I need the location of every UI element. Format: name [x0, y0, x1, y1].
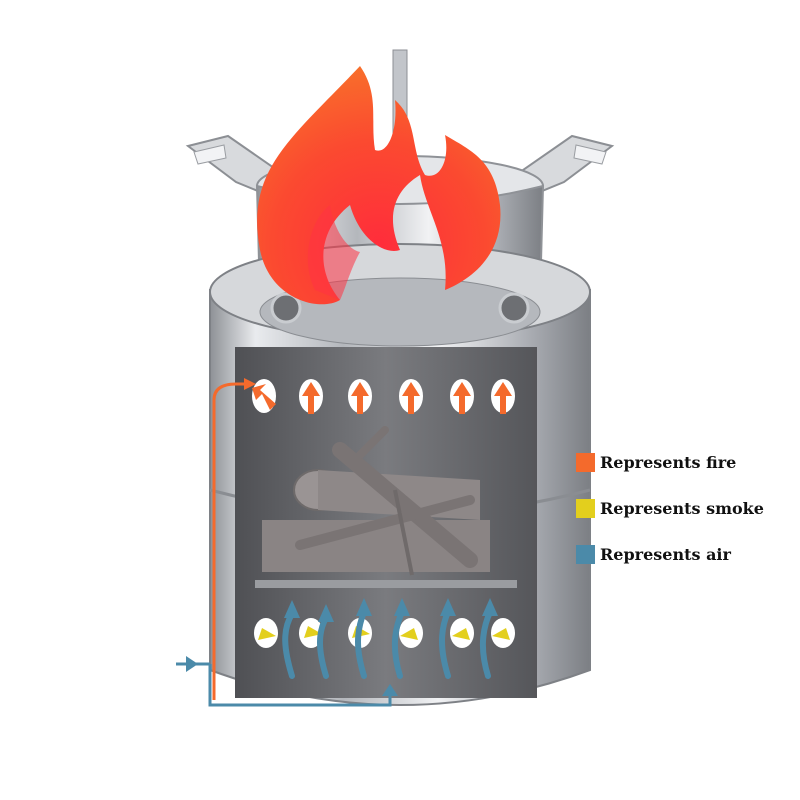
fire-flow-path — [212, 378, 256, 700]
air-arrowheads — [284, 598, 498, 622]
fire-arrows — [252, 382, 512, 414]
legend-item-smoke: Represents smoke — [576, 497, 796, 520]
air-flow-path — [176, 656, 398, 707]
legend-label-smoke: Represents smoke — [600, 499, 764, 518]
legend-label-air: Represents air — [600, 545, 731, 564]
smoke-swatch — [576, 499, 595, 518]
legend-label-fire: Represents fire — [600, 453, 737, 472]
air-arrows — [282, 609, 493, 679]
log-bundle-icon — [262, 426, 490, 576]
fire-swatch — [576, 453, 595, 472]
legend-item-fire: Represents fire — [576, 451, 796, 474]
legend: Represents fire Represents smoke Represe… — [576, 451, 796, 589]
flame-icon — [257, 66, 501, 305]
legend-item-air: Represents air — [576, 543, 796, 566]
air-swatch — [576, 545, 595, 564]
grate — [255, 580, 517, 588]
